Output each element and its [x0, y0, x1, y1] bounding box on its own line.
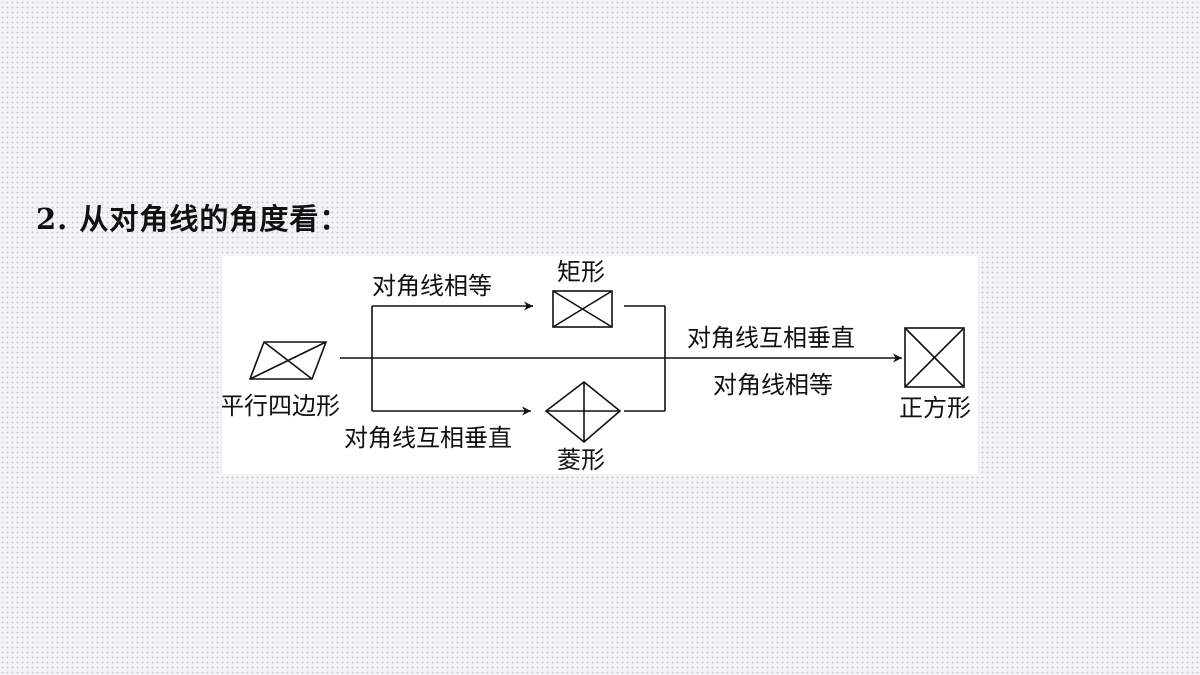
square-label: 正方形 — [899, 394, 971, 422]
square-icon — [904, 327, 965, 388]
parallelogram-icon — [248, 341, 328, 380]
rhombus-label: 菱形 — [557, 446, 605, 474]
edge-label-to-rectangle: 对角线相等 — [372, 272, 492, 300]
flow-diagram: 平行四边形 对角线相等 对角线互相垂直 矩形 菱形 对角线互相垂直 — [222, 258, 971, 474]
parallelogram-label: 平行四边形 — [222, 392, 340, 420]
edge-label-to-square-bottom: 对角线相等 — [713, 371, 833, 399]
page-heading: 2. 从对角线的角度看： — [36, 202, 350, 236]
rectangle-label: 矩形 — [557, 258, 605, 286]
rectangle-icon — [552, 290, 613, 328]
diagram-panel: 平行四边形 对角线相等 对角线互相垂直 矩形 菱形 对角线互相垂直 — [222, 256, 978, 474]
edge-label-to-rhombus: 对角线互相垂直 — [344, 424, 512, 452]
rhombus-icon — [544, 380, 622, 444]
edge-label-to-square-top: 对角线互相垂直 — [687, 324, 855, 352]
